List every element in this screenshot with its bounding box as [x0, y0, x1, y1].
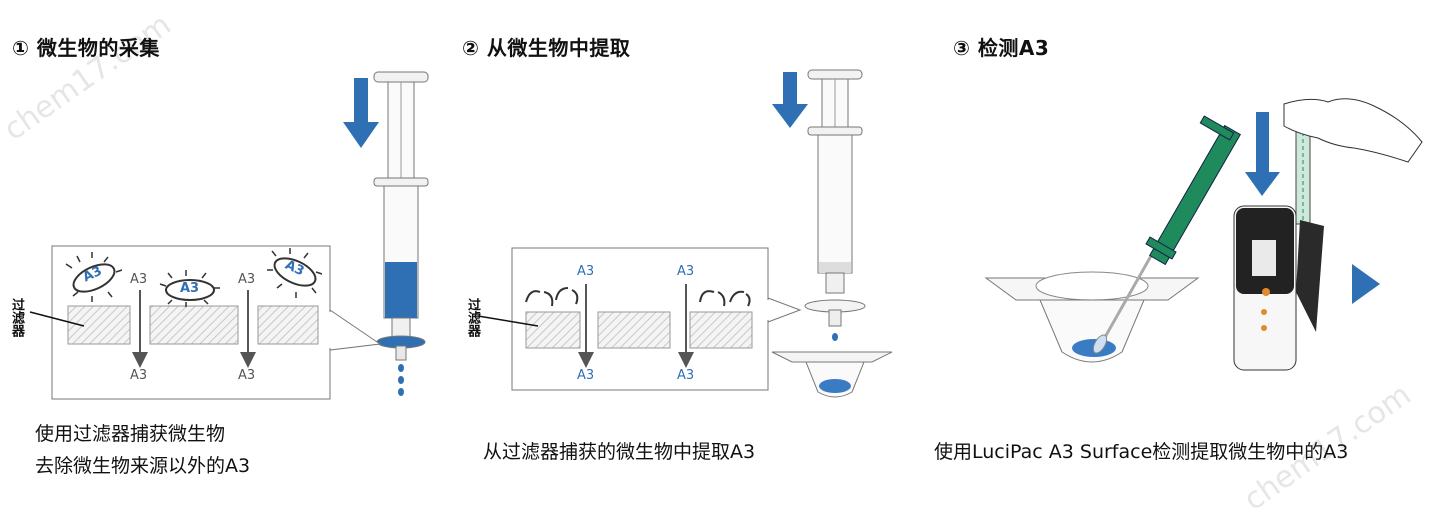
test-tray-icon	[984, 271, 1200, 363]
microbe-icon	[159, 270, 220, 307]
step2-filter-label: 过滤器	[465, 298, 480, 337]
flow-label-top: A3	[677, 264, 695, 279]
syringe-icon	[804, 69, 866, 327]
filter-membrane	[257, 305, 319, 345]
step2-title: ② 从微生物中提取	[462, 36, 631, 60]
droplets-icon	[398, 364, 404, 396]
caption-line: 使用LuciPac A3 Surface检测提取微生物中的A3	[934, 441, 1349, 463]
step1-illustration	[29, 71, 429, 400]
flow-label-top: A3	[130, 272, 148, 287]
microbe-label: A3	[180, 281, 200, 296]
push-arrow-icon	[1245, 112, 1280, 196]
droplets-icon	[832, 333, 838, 341]
microbe-icon	[65, 252, 123, 302]
step1-caption: 使用过滤器捕获微生物 去除微生物来源以外的A3	[35, 418, 250, 482]
caption-line: 从过滤器捕获的微生物中提取A3	[483, 441, 756, 463]
step2-illustration	[477, 69, 893, 398]
caption-line: 使用过滤器捕获微生物	[35, 423, 226, 445]
filter-membrane	[525, 311, 581, 349]
push-arrow-icon	[343, 78, 379, 148]
flow-label-bottom: A3	[238, 368, 256, 383]
push-arrow-icon	[772, 72, 808, 128]
luminometer-device-icon	[1233, 98, 1423, 371]
caption-line: 去除微生物来源以外的A3	[35, 455, 251, 477]
flow-label-top: A3	[577, 264, 595, 279]
ruptured-microbe-icon	[525, 287, 751, 307]
flow-label-bottom: A3	[130, 368, 148, 383]
extraction-tray-icon	[771, 351, 893, 398]
step1-filter-label: 过滤器	[9, 298, 24, 337]
next-arrow-icon	[1352, 264, 1380, 304]
filter-membrane	[149, 305, 239, 345]
syringe-icon	[373, 71, 429, 361]
microbe-icon	[267, 248, 323, 298]
flow-label-top: A3	[238, 272, 256, 287]
step3-illustration	[984, 98, 1423, 371]
step2-caption: 从过滤器捕获的微生物中提取A3	[483, 436, 755, 468]
step3-title: ③ 检测A3	[953, 36, 1050, 60]
flow-label-bottom: A3	[577, 368, 595, 383]
flow-label-bottom: A3	[677, 368, 695, 383]
swab-icon	[1092, 115, 1241, 354]
filter-label-pointer	[29, 311, 85, 327]
step1-title: ① 微生物的采集	[12, 36, 160, 60]
step3-caption: 使用LuciPac A3 Surface检测提取微生物中的A3	[934, 436, 1348, 468]
filter-label-pointer	[477, 315, 539, 327]
filter-membrane	[597, 311, 671, 349]
filter-membrane	[689, 311, 753, 349]
